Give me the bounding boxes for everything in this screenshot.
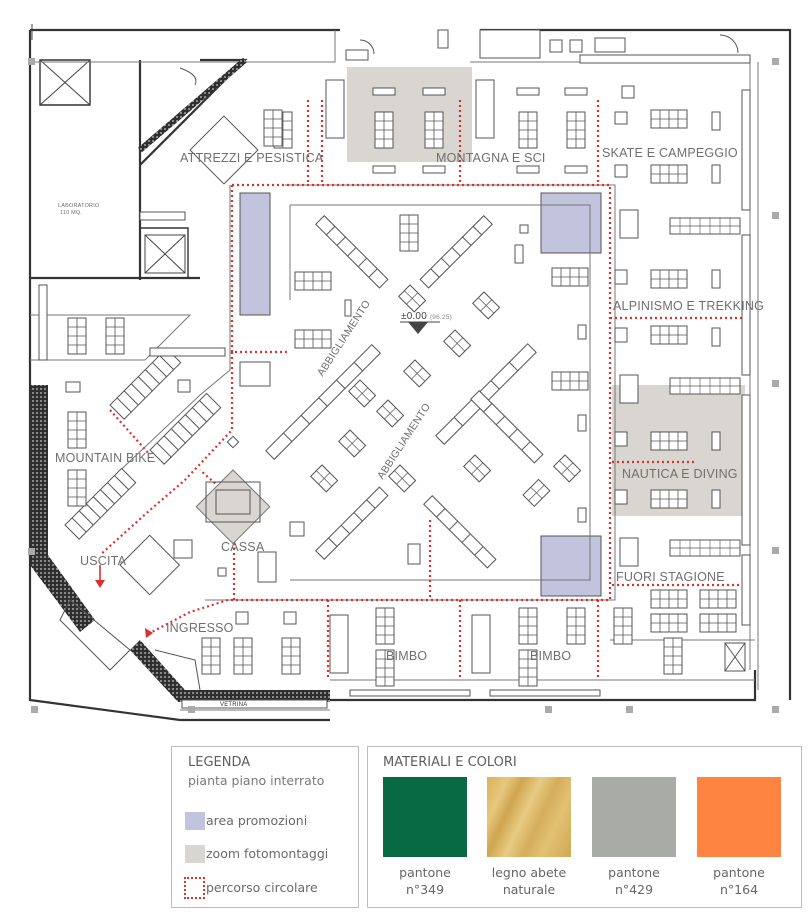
materials-title: MATERIALI E COLORI (383, 755, 517, 770)
legend-swatch-promo (185, 812, 205, 830)
circular-path (99, 100, 745, 680)
legend-title: LEGENDA (188, 755, 251, 770)
promo-area-1 (239, 192, 271, 316)
hatched-wall-bottom (130, 640, 330, 702)
promo-area-3 (540, 535, 602, 597)
legend-subtitle: pianta piano interrato (188, 773, 325, 788)
legend-item-zoom: zoom fotomontaggi (206, 846, 329, 861)
label-ingresso: INGRESSO (166, 621, 234, 635)
label-skate: SKATE E CAMPEGGIO (602, 146, 738, 160)
level-marker (400, 321, 440, 334)
label-bimbo-2: BIMBO (530, 649, 572, 663)
label-attrezzi: ATTREZZI E PESISTICA (180, 151, 324, 165)
legend-panel: LEGENDA pianta piano interrato area prom… (171, 746, 359, 908)
swatch-pantone-429 (592, 777, 676, 857)
floor-plan (28, 24, 792, 722)
label-cassa: CASSA (221, 540, 265, 554)
swatch-legno-abete (487, 777, 571, 857)
legend-item-path: percorso circolare (206, 880, 318, 895)
label-vetrina: VETRINA (220, 702, 248, 708)
label-montagna: MONTAGNA E SCI (436, 151, 546, 165)
cassa-area (195, 469, 271, 545)
swatch-pantone-349 (383, 777, 467, 857)
label-mountain-bike: MOUNTAIN BIKE (55, 451, 156, 465)
promo-area-2 (540, 192, 602, 254)
swatch-pantone-164 (697, 777, 781, 857)
label-alpinismo: ALPINISMO E TREKKING (613, 299, 765, 313)
label-uscita: USCITA (80, 554, 127, 568)
level-sub: (96.25) (429, 314, 452, 321)
label-fuori-stagione: FUORI STAGIONE (616, 570, 725, 584)
label-laboratorio: LABORATORIO (58, 203, 100, 209)
level-value: ±0.00 (401, 311, 427, 322)
legend-swatch-path (184, 877, 205, 899)
label-level: ±0.00 (96.25) (401, 311, 452, 322)
zoom-area-montagna (347, 67, 472, 162)
legend-item-promo: area promozioni (206, 813, 308, 828)
label-bimbo-1: BIMBO (386, 649, 428, 663)
legend-swatch-zoom (185, 845, 205, 863)
hatched-wall-left (30, 385, 95, 632)
label-laboratorio-area: 110 MQ. (60, 210, 83, 216)
label-nautica: NAUTICA E DIVING (622, 467, 738, 481)
